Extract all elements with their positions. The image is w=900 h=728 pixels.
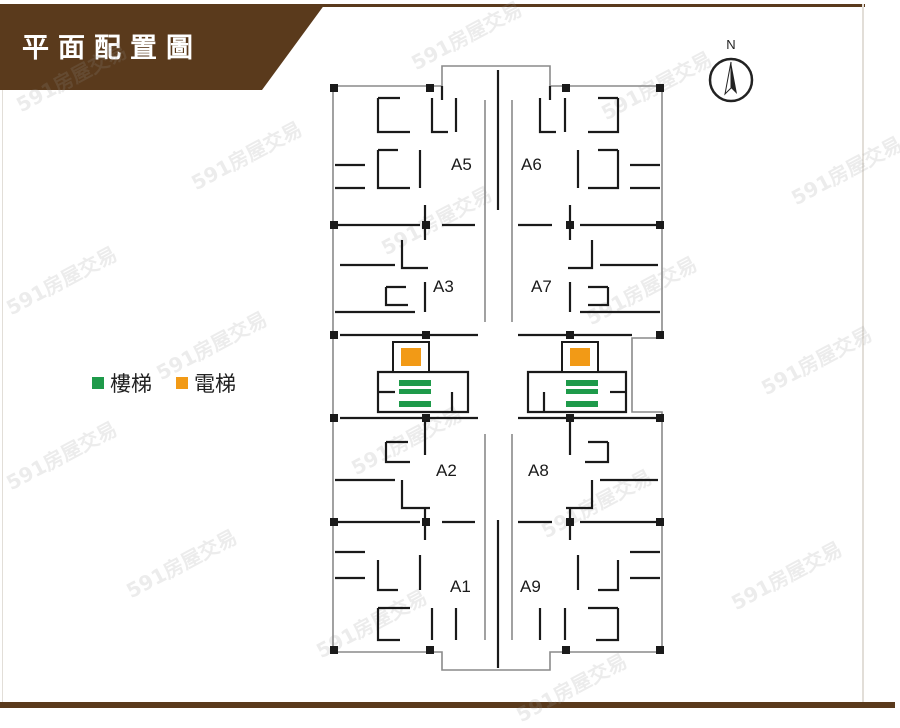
unit-label-a5: A5 bbox=[451, 155, 472, 174]
unit-label-a3: A3 bbox=[433, 277, 454, 296]
left-frame-line bbox=[2, 90, 3, 702]
building-outline bbox=[332, 65, 663, 671]
unit-labels: A5 A6 A3 A7 A2 A8 A1 A9 bbox=[433, 155, 552, 596]
unit-label-a9: A9 bbox=[520, 577, 541, 596]
stairs-left bbox=[399, 380, 431, 407]
stairs-swatch bbox=[92, 377, 104, 389]
north-label: N bbox=[726, 37, 735, 52]
stairs-right bbox=[566, 380, 598, 407]
bottom-frame-line bbox=[0, 702, 895, 708]
right-frame-line bbox=[862, 4, 864, 704]
elevator-label: 電梯 bbox=[194, 372, 236, 396]
interior-walls bbox=[335, 70, 660, 668]
legend-elevator: 電梯 bbox=[176, 368, 236, 398]
north-compass-icon: N bbox=[708, 37, 754, 103]
unit-label-a1: A1 bbox=[450, 577, 471, 596]
title-banner bbox=[0, 4, 325, 90]
legend: 樓梯 電梯 bbox=[92, 368, 260, 398]
elevator-left bbox=[401, 348, 421, 366]
unit-label-a7: A7 bbox=[531, 277, 552, 296]
page-title: 平面配置圖 bbox=[22, 33, 202, 64]
unit-label-a6: A6 bbox=[521, 155, 542, 174]
structural-columns bbox=[330, 84, 664, 654]
elevator-right bbox=[570, 348, 590, 366]
stairs-label: 樓梯 bbox=[110, 372, 152, 396]
floor-plan: A5 A6 A3 A7 A2 A8 A1 A9 bbox=[330, 65, 664, 671]
elevator-swatch bbox=[176, 377, 188, 389]
unit-label-a2: A2 bbox=[436, 461, 457, 480]
unit-label-a8: A8 bbox=[528, 461, 549, 480]
legend-stairs: 樓梯 bbox=[92, 368, 152, 398]
top-frame-line bbox=[0, 4, 865, 7]
